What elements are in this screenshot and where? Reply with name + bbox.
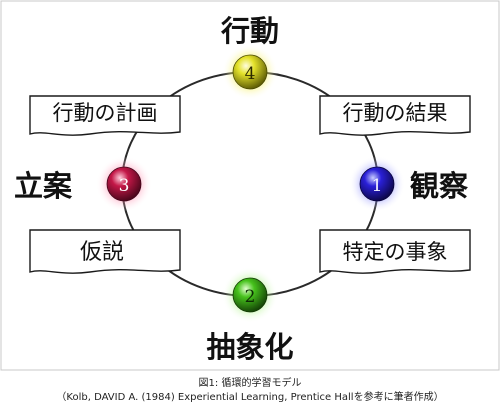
note-box-top-right: 行動の結果 — [319, 95, 471, 136]
note-box-top-left: 行動の計画 — [29, 95, 181, 136]
stage-ball-right — [359, 166, 395, 202]
figure-caption-title: 図1: 循環的学習モデル — [198, 378, 302, 389]
note-text-bottom-right: 特定の事象 — [343, 240, 448, 264]
stage-ball-left — [106, 166, 142, 202]
stage-ball-top — [232, 54, 268, 90]
stage-left: 3 立案 — [14, 156, 152, 212]
note-box-bottom-right: 特定の事象 — [319, 229, 471, 274]
figure-caption-source: （Kolb, DAVID A. (1984) Experiential Lear… — [56, 392, 444, 403]
stage-ball-bottom — [232, 277, 268, 313]
stage-title-bottom: 抽象化 — [206, 330, 293, 364]
stage-title-top: 行動 — [220, 14, 279, 48]
stage-title-right: 観察 — [410, 169, 469, 203]
stage-right: 1 観察 — [349, 156, 469, 212]
stage-number-left: 3 — [119, 176, 130, 196]
note-text-bottom-left: 仮説 — [80, 240, 124, 265]
note-box-bottom-left: 仮説 — [29, 229, 181, 274]
note-text-top-right: 行動の結果 — [343, 101, 448, 125]
stage-number-right: 1 — [372, 176, 383, 196]
note-text-top-left: 行動の計画 — [53, 101, 158, 125]
stage-number-bottom: 2 — [245, 287, 256, 307]
stage-title-left: 立案 — [14, 169, 73, 203]
stage-number-top: 4 — [245, 64, 256, 84]
stage-bottom: 2 抽象化 — [206, 267, 294, 364]
stage-top: 4 行動 — [220, 14, 279, 100]
